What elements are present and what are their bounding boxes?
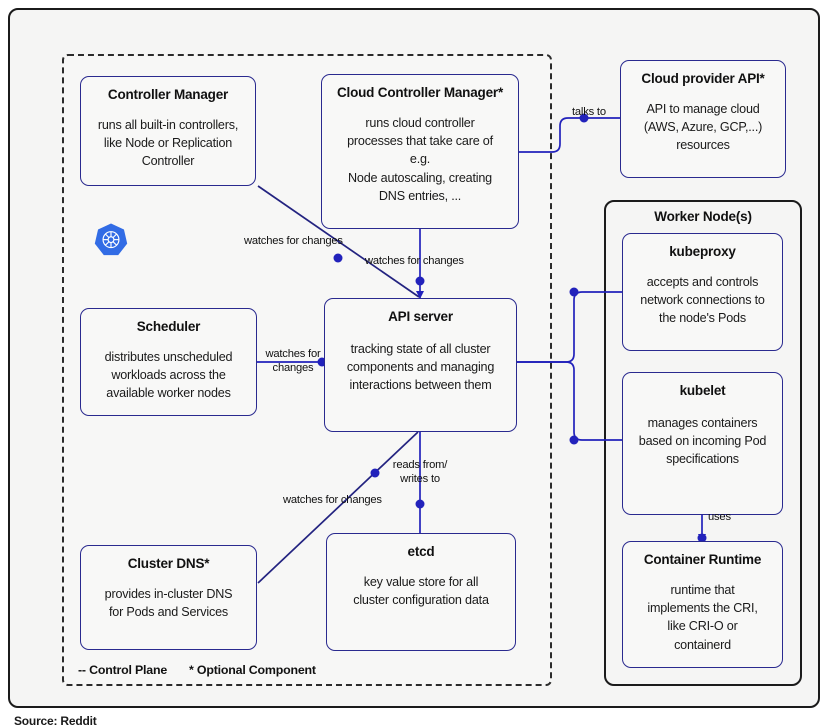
node-container-runtime[interactable]: Container Runtime runtime that implement… [622, 541, 783, 668]
edge-label-kubelet-to-runtime: uses [708, 511, 731, 523]
node-api-server[interactable]: API server tracking state of all cluster… [324, 298, 517, 432]
node-scheduler[interactable]: Scheduler distributes unscheduled worklo… [80, 308, 257, 416]
node-title: API server [388, 309, 453, 324]
node-description: runs cloud controller processes that tak… [347, 115, 493, 203]
node-kubelet[interactable]: kubelet manages containers based on inco… [622, 372, 783, 515]
node-title: etcd [407, 544, 435, 559]
node-cluster-dns[interactable]: Cluster DNS* provides in-cluster DNS for… [80, 545, 257, 650]
node-title: kubelet [679, 383, 726, 398]
legend-control-plane: -- Control Plane [78, 663, 168, 677]
edge-label-scheduler-to-api: watches for changes [265, 348, 321, 374]
worker-node-group-title: Worker Node(s) [654, 209, 752, 224]
node-cloud-controller-manager[interactable]: Cloud Controller Manager* runs cloud con… [321, 74, 519, 229]
source-caption: Source: Reddit [14, 714, 97, 726]
node-title: Scheduler [136, 319, 201, 334]
node-title: Controller Manager [107, 87, 229, 102]
node-description: accepts and controls network connections… [640, 274, 765, 326]
edge-label-cloud-controller-to-cloud-api: talks to [572, 106, 606, 118]
node-title: kubeproxy [669, 244, 736, 259]
node-description: manages containers based on incoming Pod… [638, 415, 767, 467]
node-title: Cluster DNS* [127, 556, 210, 571]
node-kubeproxy[interactable]: kubeproxy accepts and controls network c… [622, 233, 783, 351]
node-cloud-provider-api[interactable]: Cloud provider API* API to manage cloud … [620, 60, 786, 178]
kubernetes-logo-icon [94, 223, 128, 256]
node-description: runtime that implements the CRI, like CR… [647, 582, 758, 652]
edge-label-cluster-dns-to-api: watches for changes [283, 494, 382, 506]
node-description: runs all built-in controllers, like Node… [97, 117, 239, 169]
node-description: tracking state of all cluster components… [346, 341, 495, 393]
node-title: Container Runtime [643, 552, 762, 567]
edge-label-controller-manager-to-api: watches for changes [244, 235, 343, 247]
node-description: distributes unscheduled workloads across… [104, 349, 233, 401]
legend: -- Control Plane * Optional Component [78, 663, 316, 677]
legend-optional-component: * Optional Component [189, 663, 316, 677]
node-title: Cloud Controller Manager* [336, 85, 503, 100]
node-description: provides in-cluster DNS for Pods and Ser… [104, 586, 233, 620]
node-description: API to manage cloud (AWS, Azure, GCP,...… [643, 101, 763, 153]
kubernetes-heptagon [94, 223, 128, 256]
node-controller-manager[interactable]: Controller Manager runs all built-in con… [80, 76, 256, 186]
edge-label-cloud-controller-to-api: watches for changes [365, 255, 464, 267]
edge-label-etcd-to-api: reads from/ writes to [392, 459, 448, 485]
node-description: key value store for all cluster configur… [353, 574, 489, 608]
node-etcd[interactable]: etcd key value store for all cluster con… [326, 533, 516, 651]
node-title: Cloud provider API* [641, 71, 765, 86]
